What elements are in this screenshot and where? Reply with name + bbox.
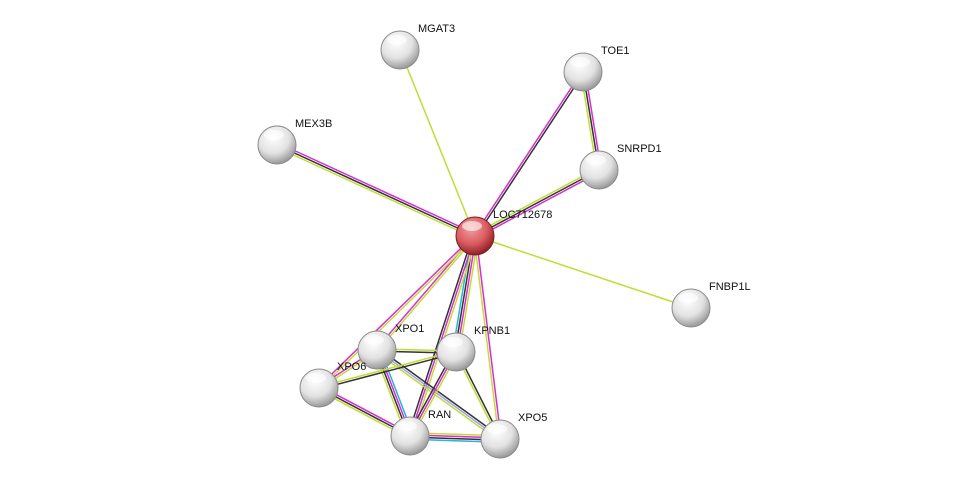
edge-line-experiments [456, 236, 477, 353]
edge-line-coexpression [319, 352, 457, 390]
node-kpnb1[interactable]: KPNB1 [436, 325, 510, 372]
edge-line-textmining [474, 235, 692, 309]
edge-loc712678-xpo6[interactable] [317, 234, 477, 390]
edge-loc712678-mex3b[interactable] [275, 142, 477, 239]
edge-line-experiments [473, 70, 583, 236]
node-label[interactable]: SNRPD1 [617, 143, 662, 155]
node-label[interactable]: XPO1 [395, 323, 424, 335]
edge-line-experiments [317, 234, 475, 388]
node-highlight [306, 373, 326, 383]
edge-loc712678-snrpd1[interactable] [473, 167, 601, 239]
edge-line-textmining [318, 350, 456, 388]
node-highlight [443, 337, 463, 347]
node-highlight [678, 293, 698, 303]
edge-loc712678-xpo5[interactable] [473, 235, 502, 440]
node-label[interactable]: XPO6 [337, 361, 366, 373]
edge-line-experiments [409, 235, 476, 437]
edge-xpo6-kpnb1[interactable] [318, 350, 457, 390]
edge-line-textmining [458, 236, 479, 353]
node-label[interactable]: MEX3B [295, 118, 332, 130]
edge-line-experiments [277, 142, 477, 235]
node-label[interactable]: RAN [428, 409, 451, 421]
node-highlight [487, 424, 507, 434]
node-label[interactable]: LOC712678 [493, 209, 552, 221]
edge-line-coexpression [276, 144, 476, 237]
node-mex3b[interactable]: MEX3B [257, 118, 332, 165]
node-highlight [264, 130, 284, 140]
node-label[interactable]: KPNB1 [474, 325, 510, 337]
node-label[interactable]: TOE1 [601, 45, 630, 57]
edge-line-textmining [319, 236, 477, 390]
node-mgat3[interactable]: MGAT3 [380, 23, 455, 70]
edge-loc712678-fnbp1l[interactable] [474, 235, 692, 309]
node-toe1[interactable]: TOE1 [563, 45, 630, 92]
edge-line-experiments [475, 235, 502, 439]
node-highlight [387, 35, 407, 45]
edge-line-textmining [275, 146, 475, 239]
node-snrpd1[interactable]: SNRPD1 [579, 143, 662, 190]
edge-line-coexpression [475, 72, 585, 238]
edge-line-coexpression [474, 169, 600, 237]
node-xpo6[interactable]: XPO6 [299, 361, 366, 408]
node-ran[interactable]: RAN [390, 409, 451, 456]
edge-line-experiments [475, 171, 601, 239]
edge-line-textmining [399, 49, 476, 237]
node-fnbp1l[interactable]: FNBP1L [671, 281, 751, 328]
edge-line-homology [376, 349, 501, 440]
edge-line-textmining [377, 236, 477, 352]
edge-loc712678-mgat3[interactable] [399, 49, 476, 237]
node-highlight [364, 335, 384, 345]
node-label[interactable]: MGAT3 [418, 23, 455, 35]
node-highlight [586, 155, 606, 165]
node-label[interactable]: FNBP1L [709, 281, 751, 293]
edge-loc712678-toe1[interactable] [473, 70, 585, 238]
edge-line-coexpression [407, 235, 474, 436]
node-xpo1[interactable]: XPO1 [357, 323, 424, 370]
node-label[interactable]: XPO5 [518, 412, 547, 424]
node-highlight [462, 221, 482, 231]
edge-line-textmining [473, 236, 500, 440]
edge-line-textmining [473, 167, 599, 235]
node-highlight [570, 57, 590, 67]
node-highlight [397, 421, 417, 431]
node-xpo5[interactable]: XPO5 [480, 412, 547, 459]
node-loc712678[interactable]: LOC712678 [455, 209, 552, 256]
edge-line-coexpression [377, 347, 502, 438]
